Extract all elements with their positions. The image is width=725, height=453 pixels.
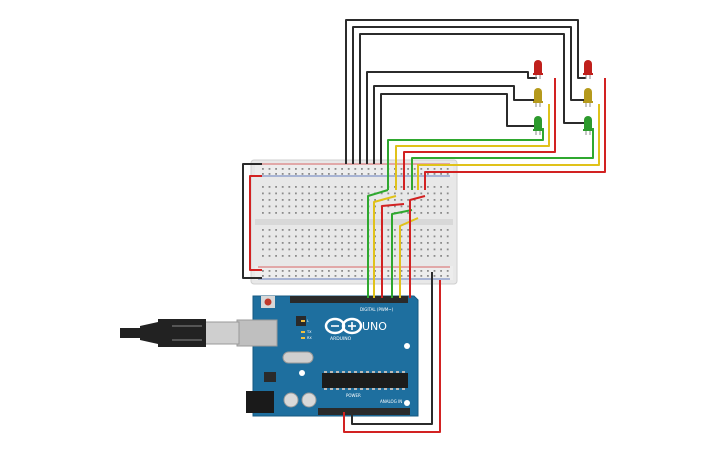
- rx-led: [301, 337, 305, 339]
- black-wire: [366, 71, 537, 164]
- tx-label: TX: [306, 330, 312, 334]
- yellow-wire: [395, 104, 550, 190]
- led-yellow[interactable]: [533, 88, 543, 107]
- mount-hole: [404, 343, 410, 349]
- power-label: POWER: [346, 393, 361, 398]
- breadboard[interactable]: [250, 159, 458, 285]
- chip-pins: [324, 371, 405, 390]
- black-wire: [351, 272, 433, 425]
- reset-button-cap[interactable]: [264, 298, 272, 306]
- mount-hole: [299, 370, 305, 376]
- green-wire: [411, 128, 594, 190]
- power-analog-header: [318, 408, 410, 415]
- bottom-power-rail: [255, 266, 453, 280]
- voltage-regulator: [264, 372, 276, 382]
- l-led-label: L: [307, 319, 309, 323]
- green-wire: [367, 189, 389, 298]
- yellow-wire: [373, 195, 397, 298]
- red-wire: [403, 78, 556, 190]
- red-wire: [409, 195, 426, 298]
- wires: [242, 19, 606, 433]
- green-wire: [387, 128, 544, 190]
- arduino-logo: [324, 317, 363, 335]
- arduino-label: ARDUINO: [330, 336, 352, 342]
- led-yellow[interactable]: [583, 88, 593, 107]
- tx-led: [301, 331, 305, 333]
- center-channel: [255, 219, 453, 225]
- capacitor-1: [283, 392, 299, 408]
- black-wire: [380, 93, 537, 164]
- led-green[interactable]: [533, 116, 543, 135]
- arduino-uno-board[interactable]: UNO ARDUINO DIGITAL (PWM~) ANALOG IN POW…: [236, 295, 419, 417]
- red-wire: [381, 203, 405, 298]
- crystal: [282, 351, 314, 364]
- yellow-wire: [399, 217, 419, 298]
- red-wire: [343, 280, 441, 433]
- black-wire: [352, 26, 586, 164]
- red-wire: [249, 175, 262, 271]
- leds: [533, 60, 593, 135]
- capacitor-2: [301, 392, 317, 408]
- led-red[interactable]: [533, 60, 543, 79]
- red-wire: [424, 78, 606, 190]
- l-led: [301, 320, 305, 322]
- digital-pwm-label: DIGITAL (PWM~): [360, 307, 394, 312]
- breadboard-holes: [262, 168, 449, 277]
- uno-label: UNO: [362, 320, 387, 333]
- green-wire: [391, 209, 413, 298]
- yellow-wire: [417, 104, 600, 190]
- rx-label: RX: [307, 336, 312, 340]
- black-wire: [242, 163, 262, 279]
- analog-in-label: ANALOG IN: [380, 399, 402, 404]
- power-jack: [246, 391, 274, 413]
- usb-port: [236, 319, 278, 347]
- black-wire: [373, 85, 537, 164]
- led-red[interactable]: [583, 60, 593, 79]
- mount-hole: [404, 400, 410, 406]
- atmega-chip: [322, 373, 408, 388]
- led-green[interactable]: [583, 116, 593, 135]
- digital-header: [290, 296, 408, 303]
- usb-cable: [120, 319, 240, 347]
- black-wire: [359, 33, 586, 164]
- black-wire: [345, 19, 586, 164]
